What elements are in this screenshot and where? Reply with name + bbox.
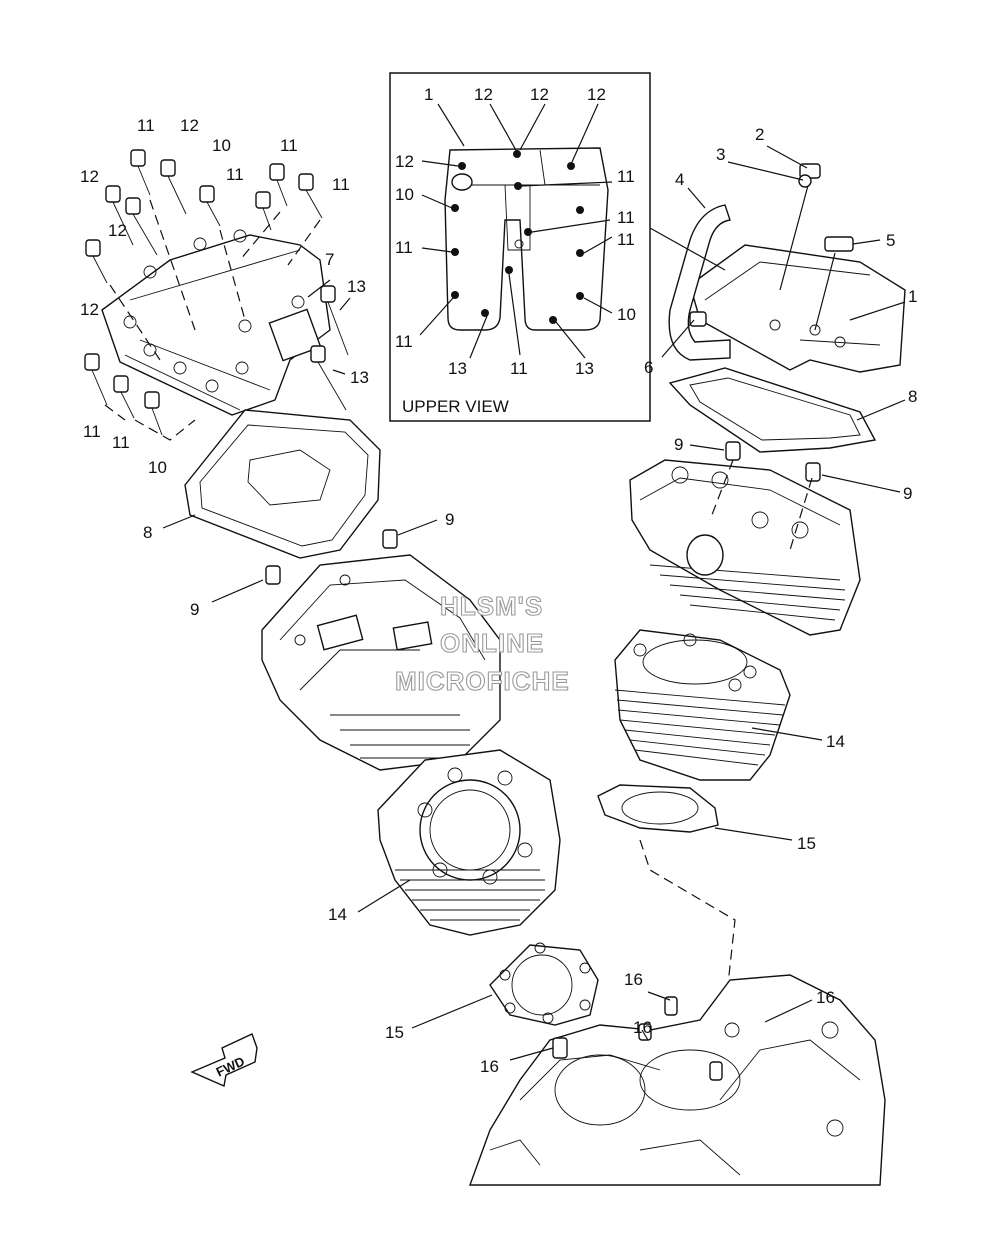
callout-label: 16 (633, 1018, 652, 1037)
rear-cylinder (614, 629, 823, 781)
upper-label-10: 11 (617, 230, 635, 249)
callout-label: 10 (212, 136, 231, 155)
watermark-line-3: MICROFICHE (395, 666, 570, 696)
callout-label: 11 (226, 165, 244, 184)
callout-label: 11 (112, 433, 130, 452)
upper-label-13: 11 (510, 359, 528, 378)
rear-cover-gasket (668, 367, 906, 453)
upper-label-12: 13 (448, 359, 467, 378)
upper-label-9: 11 (395, 238, 413, 257)
callout-label: 8 (908, 387, 917, 406)
callout-label: 9 (445, 510, 454, 529)
upper-label-7: 11 (617, 208, 635, 227)
callout-label: 15 (385, 1023, 404, 1042)
callout-label: 15 (797, 834, 816, 853)
callout-label: 5 (886, 231, 895, 250)
callout-label: 16 (816, 988, 835, 1007)
upper-label-1: 1 (424, 85, 433, 104)
callout-label: 11 (332, 175, 350, 194)
upper-view-inset: 1 12 12 12 12 11 11 10 11 11 11 13 11 13… (389, 72, 651, 422)
crankcase (469, 974, 886, 1186)
front-cover-assembly (84, 149, 351, 441)
callout-label: 12 (80, 167, 99, 186)
callout-label: 12 (108, 221, 127, 240)
rear-cylinder-head (629, 459, 861, 636)
callout-label: 14 (826, 732, 845, 751)
callout-label: 12 (80, 300, 99, 319)
watermark: HLSM'S ONLINE MICROFICHE (394, 590, 570, 696)
upper-label-15: 10 (617, 305, 636, 324)
callout-label: 8 (143, 523, 152, 542)
callout-labels: 11 12 10 11 11 11 12 12 12 7 13 12 13 11… (80, 116, 917, 1076)
callout-label: 16 (624, 970, 643, 989)
callout-label: 4 (675, 170, 684, 189)
callout-label: 11 (280, 136, 298, 155)
callout-label: 11 (137, 116, 155, 135)
callout-label: 9 (903, 484, 912, 503)
callout-label: 11 (83, 422, 101, 441)
callout-label: 9 (190, 600, 199, 619)
callout-label: 13 (350, 368, 369, 387)
front-cylinder-head (261, 554, 501, 771)
upper-label-14: 13 (575, 359, 594, 378)
right-dowel-pins (689, 441, 901, 493)
front-cylinder (357, 749, 561, 936)
upper-view-caption: UPPER VIEW (402, 397, 509, 416)
callout-label: 9 (674, 435, 683, 454)
upper-label-11: 11 (395, 332, 413, 351)
upper-label-5: 12 (395, 152, 414, 171)
callout-label: 14 (328, 905, 347, 924)
front-cover-gasket (162, 409, 381, 559)
callout-label: 10 (148, 458, 167, 477)
callout-label: 2 (755, 125, 764, 144)
upper-label-3: 12 (530, 85, 549, 104)
upper-label-4: 12 (587, 85, 606, 104)
callout-label: 6 (644, 358, 653, 377)
fwd-label: FWD (214, 1054, 247, 1080)
front-base-gasket (411, 942, 599, 1029)
callout-label: 13 (347, 277, 366, 296)
callout-label: 7 (325, 250, 334, 269)
callout-label: 3 (716, 145, 725, 164)
upper-label-6: 11 (617, 167, 635, 186)
left-dowel-pins (211, 519, 438, 603)
rear-cover-assembly (649, 145, 906, 373)
upper-label-8: 10 (395, 185, 414, 204)
callout-label: 1 (908, 287, 917, 306)
fwd-arrow: FWD (190, 1033, 258, 1087)
callout-label: 16 (480, 1057, 499, 1076)
watermark-line-2: ONLINE (440, 628, 544, 658)
upper-label-2: 12 (474, 85, 493, 104)
watermark-line-1: HLSM'S (440, 591, 543, 621)
callout-label: 12 (180, 116, 199, 135)
